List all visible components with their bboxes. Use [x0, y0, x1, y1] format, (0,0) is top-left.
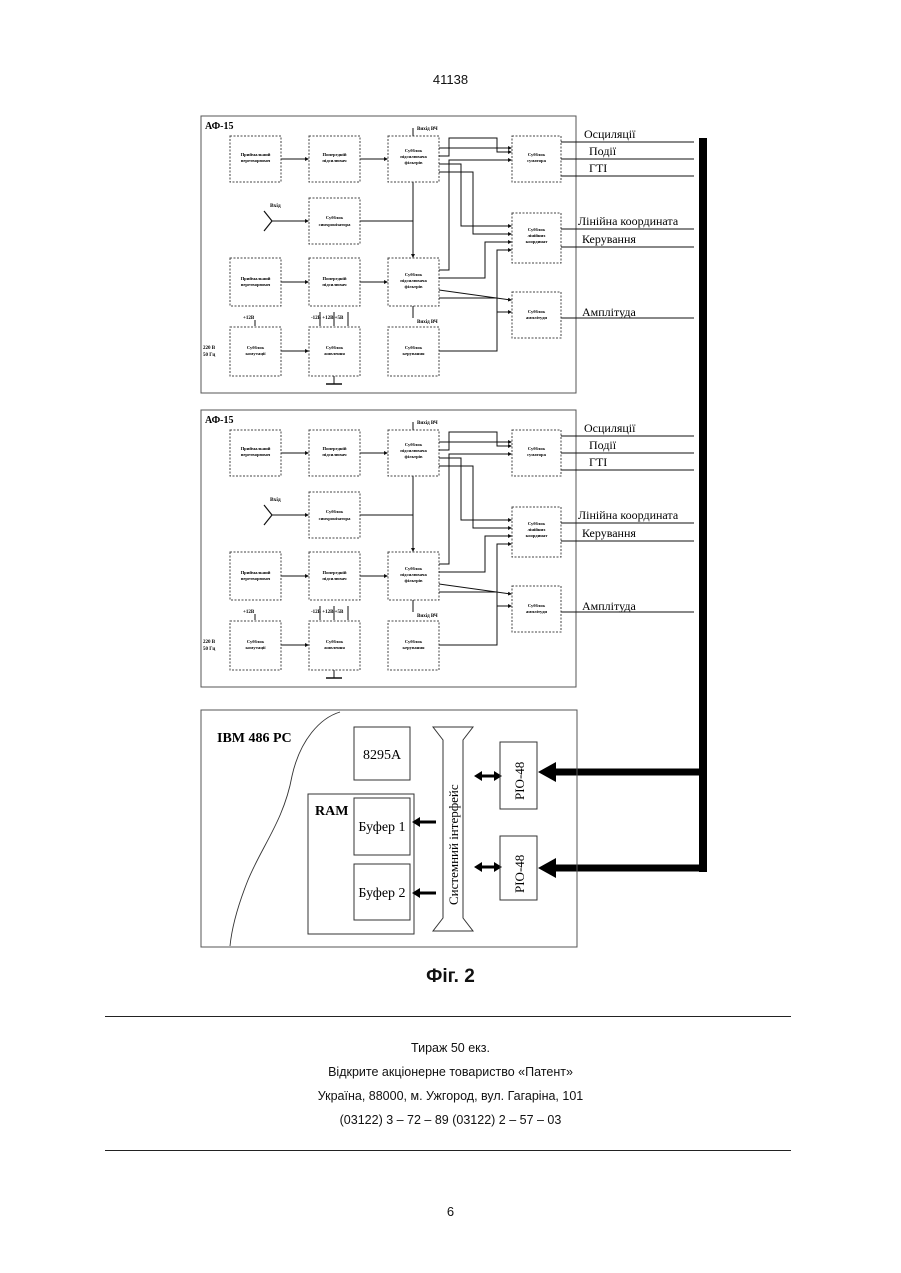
- svg-text:підсилювача: підсилювача: [400, 278, 427, 283]
- preamp-2-l2: підсилювач: [322, 282, 347, 287]
- output-gti: ГТІ: [589, 161, 607, 175]
- pio-48-1-label: PIO-48: [512, 762, 527, 800]
- svg-text:амплітуди: амплітуди: [526, 315, 547, 320]
- plus12-label: +12В: [243, 316, 255, 321]
- output-linear-coordinate: Лінійна координата: [578, 214, 679, 228]
- divider-top: [105, 1016, 791, 1017]
- svg-text:Субблок: Субблок: [405, 345, 423, 350]
- svg-text:координат: координат: [526, 239, 548, 244]
- receiver-block-1-l1: Приймальний: [241, 152, 271, 157]
- svg-text:Субблок: Субблок: [528, 227, 546, 232]
- imprint-phones: (03122) 3 – 72 – 89 (03122) 2 – 57 – 03: [0, 1113, 901, 1127]
- power-l2: живлення: [324, 351, 345, 356]
- commutation-l1: Субблок: [247, 345, 265, 350]
- receiver-block-2-l2: перетворювач: [241, 282, 271, 287]
- sync-block: [309, 198, 360, 244]
- svg-text:фільтрів: фільтрів: [405, 160, 423, 165]
- page-number-bottom: 6: [0, 1204, 901, 1219]
- hf-out-label-1: Вихід ВЧ: [417, 127, 438, 132]
- svg-text:Субблок: Субблок: [528, 309, 546, 314]
- receiver-block-1-l2: перетворювач: [241, 158, 271, 163]
- sync-l2: синхронізатора: [319, 222, 351, 227]
- output-amplitude: Амплітуда: [582, 305, 636, 319]
- power-l1: Субблок: [326, 345, 344, 350]
- buffer-1-label: Буфер 1: [358, 820, 405, 835]
- svg-text:підсилювача: підсилювача: [400, 154, 427, 159]
- pio-48-2-label: PIO-48: [512, 855, 527, 893]
- figure-caption: Фіг. 2: [0, 966, 901, 988]
- preamp-2-l1: Попередній: [323, 276, 347, 281]
- svg-text:фільтрів: фільтрів: [405, 284, 423, 289]
- imprint-publisher: Відкрите акціонерне товариство «Патент»: [0, 1065, 901, 1079]
- block-diagram-figure: АФ-15 Приймальний перетворювач Приймальн…: [0, 0, 901, 960]
- af15-unit-top: АФ-15 Приймальний перетворювач Приймальн…: [201, 116, 694, 393]
- svg-text:Субблок: Субблок: [528, 152, 546, 157]
- preamp-1-l1: Попередній: [323, 152, 347, 157]
- buffer-2-label: Буфер 2: [358, 886, 405, 901]
- linear-coord-block: [512, 213, 561, 263]
- chip-label: 8295A: [363, 748, 402, 763]
- pc-title: IBM 486 PC: [217, 731, 292, 746]
- af15-unit-bottom: [201, 410, 694, 687]
- svg-text:Субблок: Субблок: [405, 272, 423, 277]
- commutation-l2: комутації: [245, 351, 266, 356]
- svg-text:суматора: суматора: [527, 158, 547, 163]
- system-bus-label: Системний інтерфейс: [446, 784, 461, 905]
- divider-bottom: [105, 1150, 791, 1151]
- svg-text:Субблок: Субблок: [405, 148, 423, 153]
- preamp-1-l2: підсилювач: [322, 158, 347, 163]
- input-label: Вхід: [270, 203, 281, 209]
- receiver-block-2-l1: Приймальний: [241, 276, 271, 281]
- svg-text:лінійних: лінійних: [527, 233, 546, 238]
- ram-label: RAM: [315, 804, 348, 819]
- mains-label-2: 50 Гц: [203, 353, 215, 358]
- imprint-circulation: Тираж 50 екз.: [0, 1041, 901, 1055]
- hf-out-label-2: Вихід ВЧ: [417, 320, 438, 325]
- mains-label-1: 220 В: [203, 346, 216, 351]
- imprint-address: Україна, 88000, м. Ужгород, вул. Гагарін…: [0, 1089, 901, 1103]
- output-control: Керування: [582, 232, 636, 246]
- output-events: Події: [589, 144, 617, 158]
- sync-l1: Субблок: [326, 215, 344, 220]
- ibm-pc-block: IBM 486 PC 8295A RAM Буфер 1 Буфер 2 Сис…: [201, 710, 577, 947]
- voltages-label: -12В +12В +5В: [311, 316, 344, 321]
- output-oscillations: Осциляції: [584, 127, 636, 141]
- filter-block-1: [388, 136, 439, 182]
- svg-text:керування: керування: [403, 351, 425, 356]
- unit-title: АФ-15: [205, 121, 234, 132]
